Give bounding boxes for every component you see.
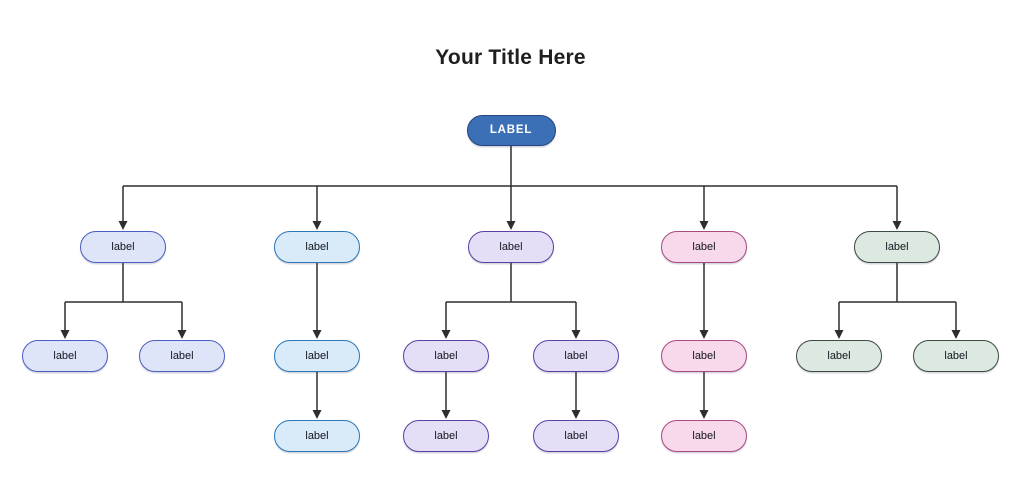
root-node[interactable]: LABEL — [466, 114, 556, 146]
tree-node-b5[interactable]: label — [854, 231, 940, 263]
arrowhead-icon — [118, 221, 128, 230]
tree-node-b3c1[interactable]: label — [403, 340, 489, 372]
node-label: label — [885, 241, 909, 253]
arrowhead-icon — [699, 410, 709, 419]
tree-node-b1c2[interactable]: label — [139, 340, 225, 372]
node-label: label — [564, 350, 588, 362]
arrowhead-icon — [571, 410, 581, 419]
arrowhead-icon — [312, 330, 322, 339]
node-label: label — [111, 241, 135, 253]
node-label: label — [692, 350, 716, 362]
node-label: label — [305, 350, 329, 362]
arrowhead-icon — [571, 330, 581, 339]
tree-node-b4c1[interactable]: label — [661, 340, 747, 372]
arrowhead-icon — [177, 330, 187, 339]
tree-node-b2c1c1[interactable]: label — [274, 420, 360, 452]
tree-node-b2c1[interactable]: label — [274, 340, 360, 372]
node-label: label — [944, 350, 968, 362]
node-label: label — [53, 350, 77, 362]
tree-node-b1c1[interactable]: label — [22, 340, 108, 372]
tree-node-b3c2[interactable]: label — [533, 340, 619, 372]
node-label: label — [170, 350, 194, 362]
node-label: label — [827, 350, 851, 362]
diagram-title: Your Title Here — [435, 46, 586, 69]
arrowhead-icon — [699, 330, 709, 339]
arrowhead-icon — [951, 330, 961, 339]
arrowhead-icon — [441, 330, 451, 339]
arrowhead-icon — [506, 221, 516, 230]
arrowhead-icon — [441, 410, 451, 419]
node-label: LABEL — [489, 124, 533, 136]
node-label: label — [499, 241, 523, 253]
tree-node-b3c2c1[interactable]: label — [533, 420, 619, 452]
arrowhead-icon — [60, 330, 70, 339]
tree-node-b2[interactable]: label — [274, 231, 360, 263]
arrowhead-icon — [312, 221, 322, 230]
tree-node-b4c1c1[interactable]: label — [661, 420, 747, 452]
arrowhead-icon — [699, 221, 709, 230]
node-label: label — [434, 350, 458, 362]
tree-node-b5c1[interactable]: label — [796, 340, 882, 372]
tree-node-b4[interactable]: label — [661, 231, 747, 263]
node-label: label — [305, 430, 329, 442]
node-label: label — [564, 430, 588, 442]
tree-node-b3[interactable]: label — [468, 231, 554, 263]
node-label: label — [305, 241, 329, 253]
tree-node-b1[interactable]: label — [80, 231, 166, 263]
arrowhead-icon — [312, 410, 322, 419]
node-label: label — [692, 241, 716, 253]
node-label: label — [434, 430, 458, 442]
tree-node-b3c1c1[interactable]: label — [403, 420, 489, 452]
arrowhead-icon — [892, 221, 902, 230]
tree-node-b5c2[interactable]: label — [913, 340, 999, 372]
node-label: label — [692, 430, 716, 442]
arrowhead-icon — [834, 330, 844, 339]
